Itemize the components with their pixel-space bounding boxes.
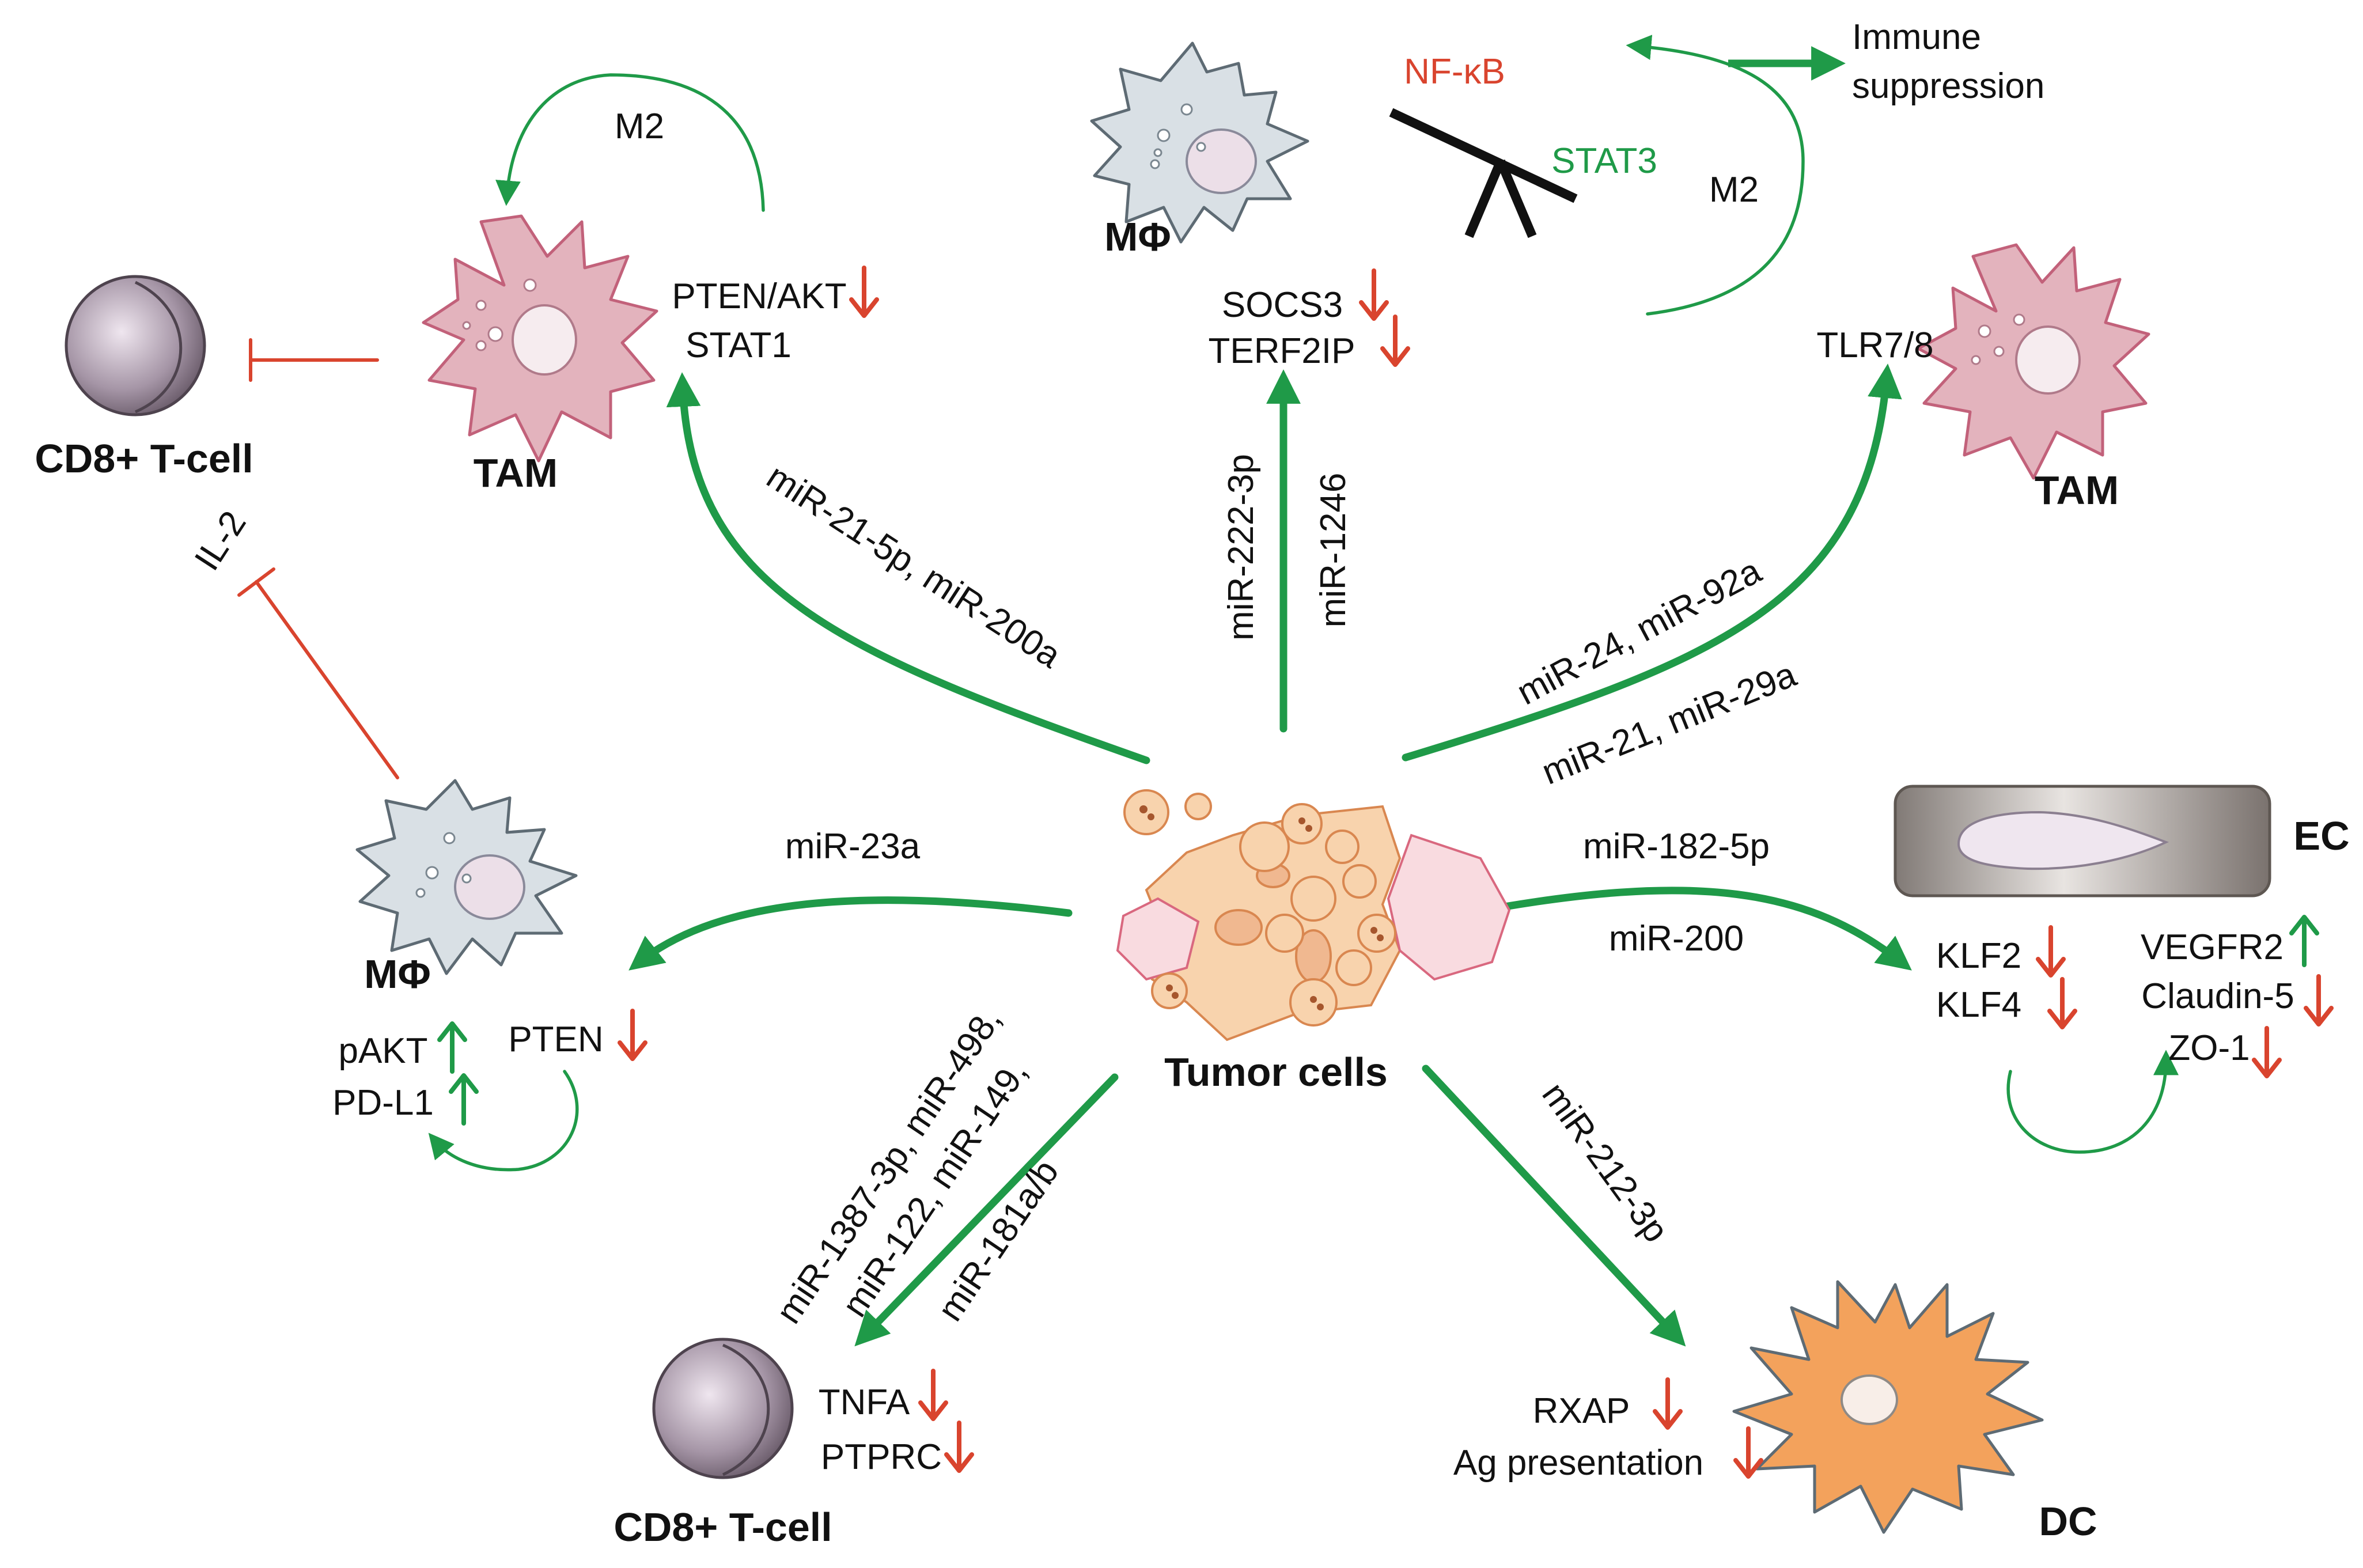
label-tam-left: TAM (474, 450, 558, 495)
label-stat1: STAT1 (686, 325, 792, 365)
label-pdl1: PD-L1 (332, 1083, 434, 1123)
mirna-to-ec-b: miR-200 (1609, 919, 1744, 959)
label-pten-akt: PTEN/AKT (672, 277, 846, 316)
pten-loop (428, 1070, 579, 1172)
label-tnfa: TNFA (819, 1383, 910, 1422)
label-claudin: Claudin-5 (2141, 976, 2294, 1016)
up-arrow-pakt (437, 1021, 467, 1074)
mphi-inhibits-il2 (237, 567, 399, 779)
m2-loop-right (1626, 35, 1805, 316)
down-arrow-rxap (1653, 1377, 1683, 1430)
down-arrow-terf2ip (1380, 315, 1410, 367)
label-m2-left: M2 (615, 107, 664, 146)
loop-arrows (428, 35, 2179, 1172)
m2-loop-left (495, 73, 765, 212)
macrophage-left-cell (355, 779, 578, 975)
label-mphi-left: MΦ (364, 952, 431, 997)
label-pakt: pAKT (338, 1031, 427, 1071)
endothelial-cell (1894, 785, 2271, 897)
down-arrow-tnfa (918, 1369, 948, 1421)
main-arrows (628, 363, 1912, 1347)
nfkb-stat3-balance (1389, 108, 1578, 238)
label-immune: Immune (1852, 17, 1981, 57)
inhibition-lines (237, 338, 399, 779)
down-arrow-socs3 (1359, 268, 1389, 321)
down-arrow-pten-akt (849, 266, 879, 318)
cd8-tcell-bottom (652, 1338, 794, 1479)
label-tlr78: TLR7/8 (1816, 325, 1933, 365)
label-ptprc: PTPRC (821, 1437, 942, 1477)
regulation-arrows (437, 266, 2334, 1479)
mirna-to-mphi-top-b: miR-1246 (1313, 473, 1353, 628)
down-arrow-claudin (2304, 974, 2334, 1027)
tam-left-cell (422, 214, 658, 463)
dendritic-cell (1732, 1280, 2044, 1534)
label-cd8-top: CD8+ T-cell (35, 436, 253, 481)
down-arrow-ag (1733, 1426, 1763, 1479)
label-dc: DC (2039, 1499, 2097, 1544)
tumor-cells (1116, 789, 1511, 1041)
macrophage-top-cell (1090, 41, 1309, 244)
label-klf4: KLF4 (1936, 985, 2021, 1025)
up-arrow-pdl1 (449, 1073, 479, 1126)
tam-inhibits-cd8 (249, 338, 379, 382)
label-ag-presentation: Ag presentation (1453, 1443, 1703, 1483)
label-socs3: SOCS3 (1222, 285, 1343, 325)
mirna-to-mphi-top-a: miR-222-3p (1221, 454, 1261, 641)
arrow-tumor-to-ec (1465, 887, 1912, 971)
label-vegfr2: VEGFR2 (2141, 927, 2284, 967)
label-il2: IL-2 (187, 504, 254, 577)
mirna-to-ec-a: miR-182-5p (1583, 827, 1770, 866)
label-pten: PTEN (508, 1020, 603, 1059)
down-arrow-klf2 (2036, 925, 2066, 978)
label-klf2: KLF2 (1936, 936, 2021, 976)
mirna-to-mphi-left: miR-23a (785, 827, 921, 866)
cell-labels: CD8+ T-cell TAM MΦ TAM MΦ Tumor cells EC… (35, 214, 2349, 1550)
mirna-to-dc: miR-212-3p (1534, 1075, 1676, 1250)
klf-loop (2006, 1050, 2179, 1154)
up-arrow-vegfr2 (2289, 915, 2319, 967)
arrow-tumor-to-tam-left (666, 372, 1150, 764)
down-arrow-pten (618, 1009, 647, 1061)
label-cd8-bottom: CD8+ T-cell (614, 1505, 832, 1550)
label-tam-right: TAM (2035, 468, 2119, 513)
arrow-tumor-to-mphi-left (628, 896, 1073, 971)
label-nfkb: NF-κB (1404, 52, 1505, 92)
label-zo1: ZO-1 (2168, 1028, 2250, 1068)
cd8-tcell-top (65, 275, 206, 416)
down-arrow-zo1 (2252, 1026, 2282, 1078)
arrow-tumor-to-dc (1422, 1065, 1686, 1347)
label-rxap: RXAP (1533, 1391, 1630, 1431)
down-arrow-ptprc (944, 1421, 974, 1473)
down-arrow-klf4 (2047, 977, 2077, 1029)
label-suppression: suppression (1852, 66, 2044, 106)
arrow-tumor-to-tam-right (1402, 363, 1902, 762)
target-labels: PTEN/AKT STAT1 M2 SOCS3 TERF2IP NF-κB ST… (187, 17, 2294, 1483)
label-terf2ip: TERF2IP (1209, 331, 1355, 371)
mirna-to-tam-left: miR-21-5p, miR-200a (760, 456, 1068, 676)
label-ec: EC (2293, 813, 2349, 858)
label-stat3: STAT3 (1551, 141, 1657, 181)
label-m2-right: M2 (1709, 170, 1759, 210)
label-tumor: Tumor cells (1164, 1050, 1388, 1094)
tam-right-cell (1917, 243, 2150, 480)
label-mphi-top: MΦ (1104, 214, 1171, 259)
arrow-tumor-to-cd8 (854, 1073, 1119, 1347)
